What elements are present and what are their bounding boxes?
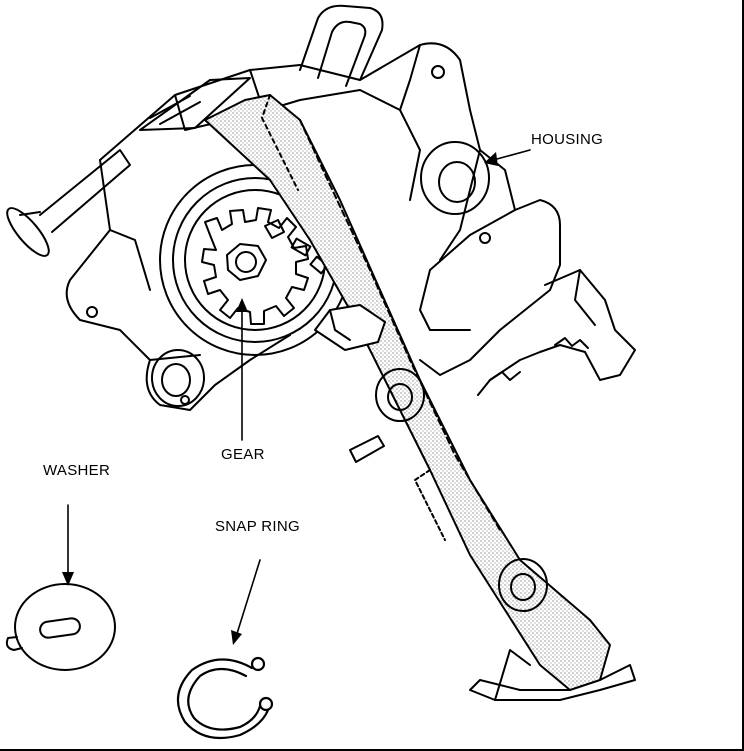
arrowheads: [62, 152, 498, 645]
label-housing: HOUSING: [531, 131, 604, 148]
housing-boss: [420, 141, 490, 215]
left-pin: [6, 149, 131, 257]
rack-bolts: [375, 368, 548, 612]
top-bracket: [299, 4, 384, 87]
toothed-bracket: [477, 269, 636, 396]
stub-pin: [349, 435, 385, 463]
label-snap-ring: SNAP RING: [215, 518, 300, 535]
label-gear: GEAR: [221, 446, 265, 463]
gear: [201, 207, 309, 325]
washer-part: [5, 583, 116, 671]
snap-ring-part: [176, 656, 274, 740]
lower-boss: [151, 349, 205, 407]
label-washer: WASHER: [43, 462, 111, 479]
rack-bar: [204, 94, 636, 701]
bar-collar: [314, 304, 386, 351]
